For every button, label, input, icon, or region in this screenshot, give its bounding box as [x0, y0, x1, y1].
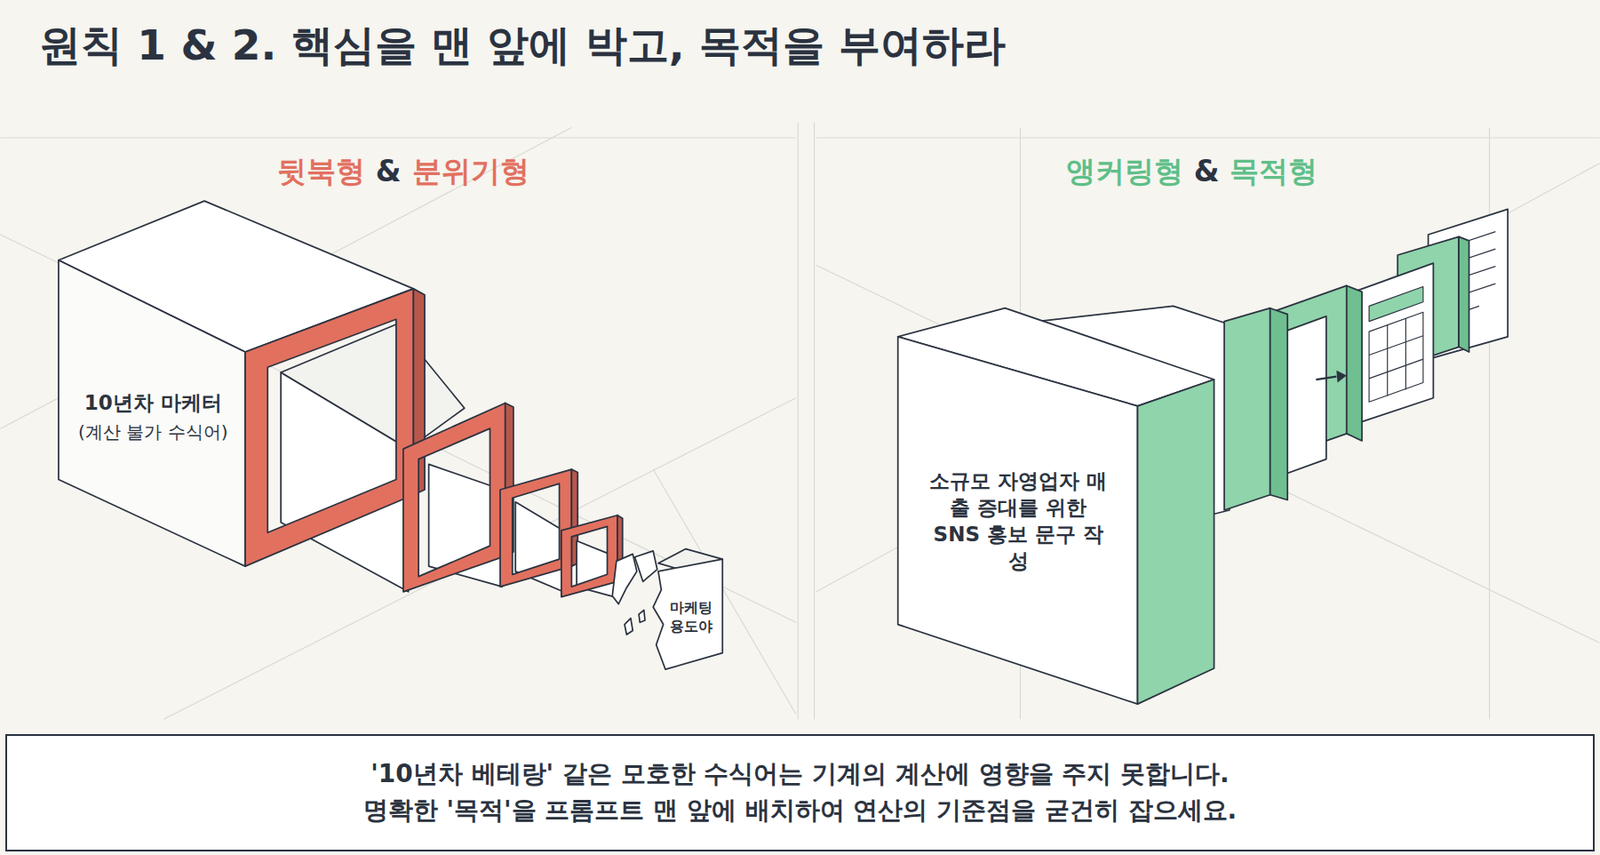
- caption-box: '10년차 베테랑' 같은 모호한 수식어는 기계의 계산에 영향을 주지 못합…: [5, 733, 1595, 852]
- heading-word: &: [1194, 153, 1220, 189]
- grid-lines: [0, 122, 1600, 720]
- panel-heading: 뒷북형&분위기형: [277, 151, 530, 192]
- box-text: 마케팅 용도야: [662, 598, 720, 637]
- heading-word: 뒷북형: [277, 151, 366, 192]
- heading-word: 목적형: [1229, 151, 1318, 192]
- text-box: 10년차 마케터 (계산 불가 수식어): [63, 324, 243, 509]
- box-text: 소규모 자영업자 매출 증대를 위한 SNS 홍보 문구 작성: [923, 468, 1113, 575]
- text-box: 마케팅 용도야: [660, 579, 721, 655]
- box-text: 10년차 마케터: [84, 390, 223, 417]
- title: 원칙 1 & 2. 핵심을 맨 앞에 박고, 목적을 부여하라: [39, 17, 1006, 74]
- heading-word: 앵커링형: [1066, 151, 1184, 192]
- box-text: (계산 불가 수식어): [78, 420, 228, 444]
- heading-word: &: [375, 153, 402, 189]
- text-box: 소규모 자영업자 매출 증대를 위한 SNS 홍보 문구 작성: [907, 426, 1129, 617]
- heading-word: 분위기형: [412, 151, 530, 192]
- caption: '10년차 베테랑' 같은 모호한 수식어는 기계의 계산에 영향을 주지 못합…: [360, 756, 1241, 828]
- panel-heading: 앵커링형&목적형: [1066, 151, 1319, 192]
- pipeline-drawing: [898, 208, 1508, 704]
- funnel-drawing: [58, 200, 723, 669]
